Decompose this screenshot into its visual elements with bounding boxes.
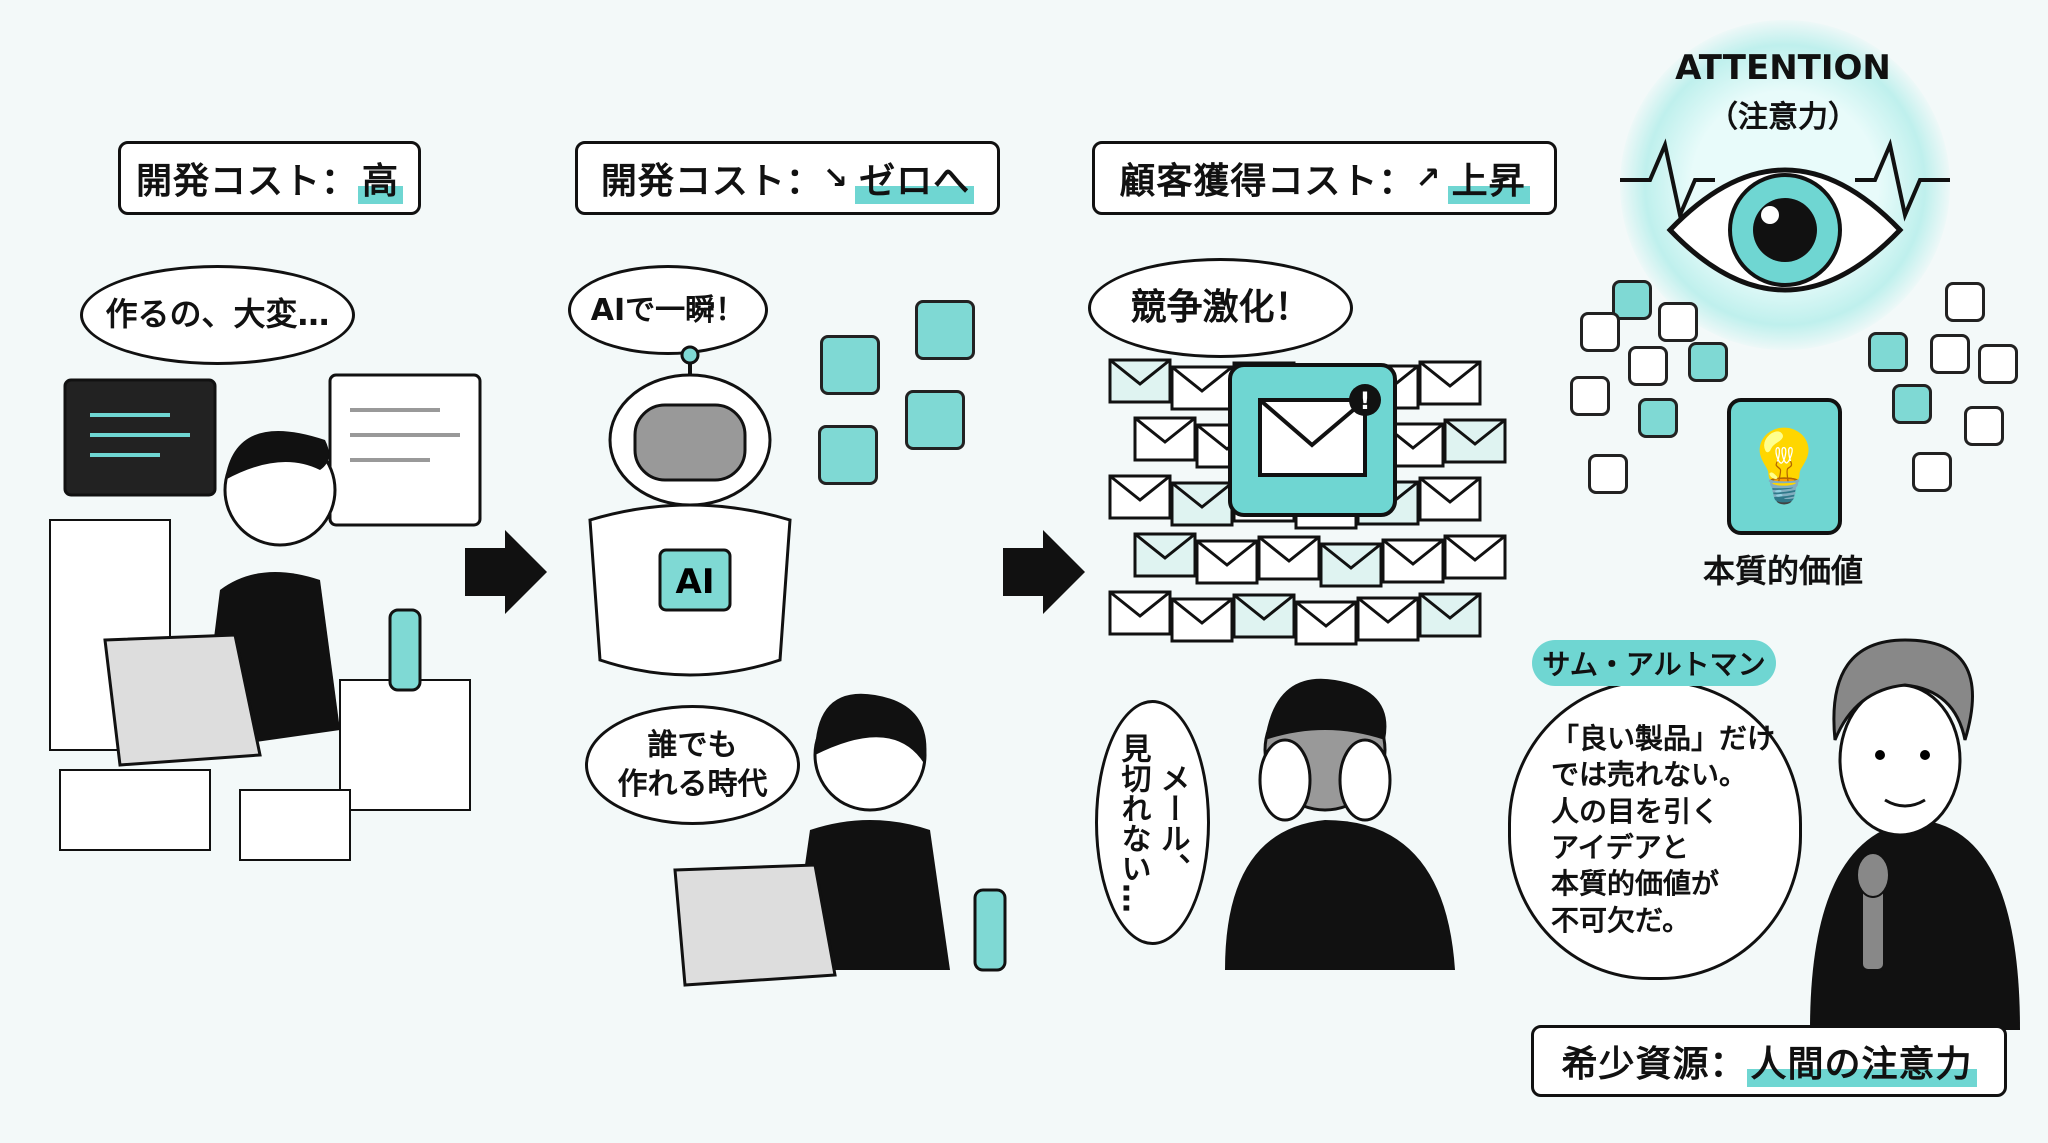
label-value: 高 [358,152,404,204]
quote-bubble: 「良い製品」だけ では売れない。 人の目を引く アイデアと 本質的価値が 不可欠… [1508,680,1802,980]
speaker-with-microphone-illustration [1810,638,2020,1030]
speech-bubble-hard: 作るの、大変… [80,265,355,365]
video-app-icon [1570,376,1610,416]
speech-bubble-competition: 競争激化！ [1088,258,1353,358]
email-pile-illustration: ! [1108,358,1507,646]
speech-text: 誰でも 作れる時代 [617,728,768,802]
cloud-app-icon [1580,312,1620,352]
trend-up-icon: ↗ [1415,160,1442,196]
envelope-icon [1133,532,1197,578]
speech-text: 作るの、大変… [105,295,330,334]
envelope-icon [1108,590,1172,636]
instagram-app-icon [1612,280,1652,320]
speaker-name-badge: サム・アルトマン [1532,640,1776,686]
envelope-icon [1108,474,1172,520]
woman-with-laptop-illustration [673,693,1007,987]
speech-text: メール、 見切れない… [1115,732,1190,913]
label-prefix: 希少資源： [1561,1044,1747,1085]
browser-app-icon [1930,334,1970,374]
speech-text: 競争激化！ [1130,286,1311,328]
lightbulb-app-icon [1892,384,1932,424]
app-store-icon [820,335,880,395]
envelope-icon [1232,593,1296,639]
envelope-icon [1418,592,1482,638]
chat-app-icon [818,425,878,485]
label-prefix: 開発コスト： [135,161,358,202]
envelope-icon [1381,538,1445,584]
dev-cost-zero-label: 開発コスト： ↘ ゼロへ [575,141,1000,215]
chip-app-icon [1964,406,2004,446]
speech-bubble-emails: メール、 見切れない… [1095,700,1210,945]
quote-text: 「良い製品」だけ では売れない。 人の目を引く アイデアと 本質的価値が 不可欠… [1551,721,1776,937]
arrow-right-icon [465,548,505,596]
shield-app-icon [1628,346,1668,386]
label-prefix: 顧客獲得コスト： [1119,161,1416,202]
lightbulb-icon: 💡 [1727,398,1842,535]
envelope-icon [1170,597,1234,643]
home-app-icon [1658,302,1698,342]
envelope-icon [1418,360,1482,406]
envelope-icon [1195,539,1259,585]
speech-bubble-instant: AIで一瞬！ [568,265,768,355]
arrow-right-icon [1003,548,1043,596]
envelope-icon [1133,416,1197,462]
envelope-icon [1319,542,1383,588]
speech-text: AIで一瞬！ [590,292,746,328]
ai-robot-illustration: AI [588,345,792,677]
dev-cost-high-label: 開発コスト：高 [118,141,421,215]
rocket-app-icon [1912,452,1952,492]
phone-app-icon [1868,332,1908,372]
overworked-developer-illustration [49,373,482,861]
envelope-icon [1443,534,1507,580]
settings-app-icon [1688,342,1728,382]
mail-app-icon [1588,454,1628,494]
planet-app-icon [905,390,965,450]
new-mail-alert-icon: ! [1228,363,1397,517]
envelope-icon [1257,535,1321,581]
attention-title: ATTENTION [1675,48,1891,88]
essential-value-label: 本質的価値 [1702,552,1863,590]
label-prefix: 開発コスト： [600,161,823,202]
envelope-icon [1294,600,1358,646]
trend-down-icon: ↘ [822,160,850,196]
label-value: ゼロへ [855,152,975,204]
acquisition-cost-rising-label: 顧客獲得コスト： ↗ 上昇 [1092,141,1557,215]
speech-bubble-anyone: 誰でも 作れる時代 [585,705,800,825]
envelope-icon [1108,358,1172,404]
eye-icon [1620,138,1950,293]
scarce-resource-label: 希少資源：人間の注意力 [1531,1025,2007,1097]
arrow-head-icon [505,530,547,614]
arrow-head-icon [1043,530,1085,614]
envelope-icon [1443,418,1507,464]
svg-text:!: ! [1360,387,1371,415]
label-value: 上昇 [1447,152,1530,204]
label-value: 人間の注意力 [1746,1035,1977,1087]
phone-app-icon [1638,398,1678,438]
phone-app-icon [915,300,975,360]
attention-subtitle: （注意力） [1708,100,1858,135]
profile-app-icon [1978,344,2018,384]
envelope-icon [1418,476,1482,522]
house-app-icon [1945,282,1985,322]
envelope-icon [1356,596,1420,642]
envelope-icon [1170,365,1234,411]
overwhelmed-man-illustration [1225,678,1455,970]
robot-ai-badge: AI [676,562,715,602]
envelope-icon [1170,481,1234,527]
